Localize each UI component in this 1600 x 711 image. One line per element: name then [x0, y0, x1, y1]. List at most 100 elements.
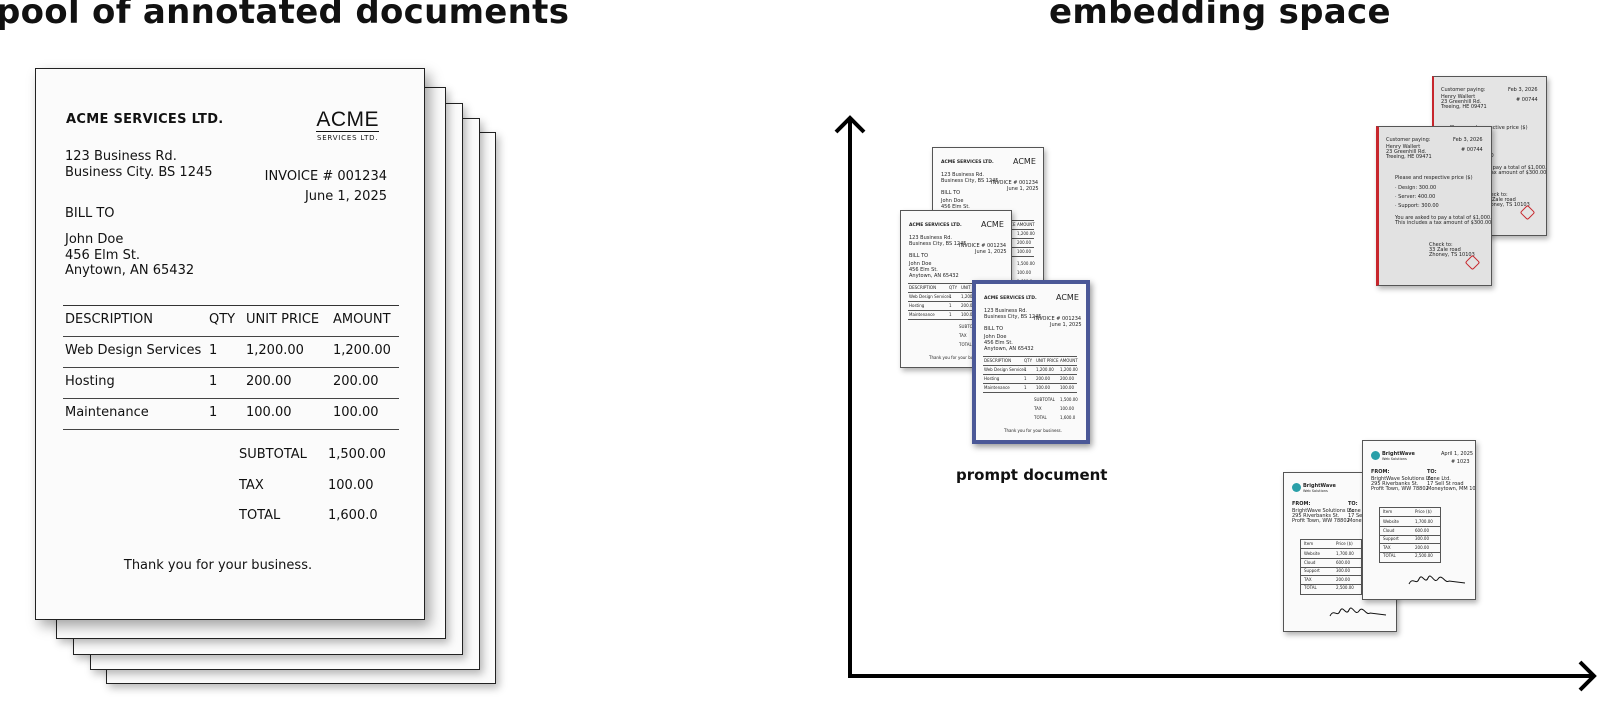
acme-logo: ACME SERVICES LTD.	[316, 109, 379, 142]
mini-text: · Support: 300.00	[1395, 203, 1439, 209]
bill-to-label: BILL TO	[65, 206, 115, 221]
mini-text: 1	[1024, 367, 1027, 372]
mini-text: Zone Ltd.	[1348, 508, 1372, 514]
mini-text: FROM:	[1292, 501, 1311, 507]
mini-text: 1,200.00	[1017, 231, 1035, 236]
mini-text: Item	[1304, 541, 1314, 546]
mini-text: TAX	[1383, 544, 1391, 550]
mini-text: Cloud	[1304, 559, 1316, 565]
mini-text: 1	[949, 312, 952, 317]
y-axis-arrowhead	[834, 115, 866, 134]
mini-text: QTY	[949, 285, 958, 290]
mini-text: Treeing, HE 09471	[1386, 154, 1432, 160]
mini-text: 1	[949, 303, 952, 308]
mini-text: You are asked to pay a total of $1,000.0…	[1450, 165, 1547, 171]
acme-logo-text: ACME	[316, 108, 379, 131]
brightwave-logo-icon	[1371, 451, 1380, 460]
mini-text: 100.00	[1060, 406, 1074, 411]
table-row: Web Design Services 1 1,200.00 1,200.00	[63, 337, 399, 368]
mini-text: INVOICE # 001234	[991, 180, 1039, 186]
mini-text: April 1, 2025	[1441, 451, 1474, 457]
invoice-table-header: DESCRIPTION QTY UNIT PRICE AMOUNT	[63, 306, 399, 337]
mini-text: 200.00	[1415, 544, 1429, 550]
mini-text: ACME	[1013, 157, 1036, 166]
mini-rule	[983, 365, 1077, 366]
mini-text: 100.00	[1036, 385, 1050, 390]
table-row: Maintenance 1 100.00 100.00	[63, 399, 399, 430]
mini-text: # 00744	[1516, 97, 1538, 103]
mini-rule	[983, 356, 1077, 357]
mini-text: 1,500.00	[1060, 397, 1078, 402]
mini-text: You are asked to pay a total of $1,000.0…	[1395, 215, 1492, 221]
mini-text: TOTAL	[959, 342, 972, 347]
mini-text: # 00744	[1461, 147, 1483, 153]
mini-text: BrightWave Solutions Inc.	[1371, 476, 1436, 482]
invoice-table: DESCRIPTION QTY UNIT PRICE AMOUNT Web De…	[63, 305, 399, 430]
mini-text: QTY	[1024, 358, 1033, 363]
invoice-date: June 1, 2025	[304, 189, 387, 204]
mini-text: 600.00	[1336, 559, 1350, 565]
mini-text: 23 Greenhill Rd.	[1441, 99, 1482, 105]
mini-text: 200.00	[1060, 376, 1074, 381]
sender-address: 123 Business Rd. Business City. BS 1245	[65, 149, 213, 180]
mini-text: DESCRIPTION	[984, 358, 1012, 363]
mini-rule	[1300, 548, 1361, 549]
mini-rule	[1300, 583, 1361, 585]
mini-text: TAX	[1034, 406, 1042, 411]
mini-text: Business City, BS 1245	[984, 314, 1042, 320]
mini-text: 1,200.00	[1036, 367, 1054, 372]
mini-text: Maintenance	[909, 312, 935, 317]
total-value: 1,600.0	[328, 508, 378, 523]
mini-rule	[1379, 543, 1440, 544]
signature-icon	[1329, 607, 1387, 617]
mini-text: UNIT PRICE	[1036, 358, 1059, 363]
mini-text: ACME SERVICES LTD.	[984, 296, 1037, 301]
mini-text: Please and respective price ($)	[1395, 175, 1473, 181]
mini-text: 100.00	[961, 312, 975, 317]
mini-text: 2,500.00	[1336, 585, 1354, 590]
invoice-number-block: INVOICE # 001234 June 1, 2025	[265, 167, 387, 207]
mini-text: TO:	[1348, 501, 1358, 507]
mini-text: Anytown, AN 65432	[909, 273, 959, 279]
mini-text: # 1023	[1451, 459, 1470, 465]
mini-text: 1	[1024, 376, 1027, 381]
mini-text: 23 Greenhill Rd.	[1386, 149, 1427, 155]
mini-text: John Doe	[909, 261, 932, 267]
mini-rule	[1300, 566, 1361, 568]
mini-rule	[1300, 575, 1361, 576]
mini-text: 456 Elm St.	[984, 340, 1013, 346]
mini-text: Hosting	[984, 376, 1000, 381]
invoice-company-name: ACME SERVICES LTD.	[66, 112, 224, 127]
mini-text: June 1, 2025	[1050, 322, 1082, 328]
mini-text: INVOICE # 001234	[959, 243, 1007, 249]
mini-text: Web Solutions	[1382, 457, 1407, 461]
mini-text: 300.00	[1336, 568, 1350, 573]
mini-text: 1,700.00	[1415, 519, 1433, 524]
mini-text: Zhoney, TS 10103	[1484, 202, 1530, 208]
mini-rule	[1379, 516, 1440, 517]
mini-text: This includes a tax amount of $300.00.	[1395, 220, 1492, 226]
mini-rule	[983, 392, 1077, 393]
mini-text: DESCRIPTION	[909, 285, 937, 290]
mini-text: ACME SERVICES LTD.	[909, 223, 962, 228]
mini-rule	[1379, 526, 1440, 527]
mini-text: ACME	[1056, 293, 1079, 302]
mini-rule	[1379, 551, 1440, 553]
client-address: John Doe 456 Elm St. Anytown, AN 65432	[65, 232, 195, 278]
mini-rule	[908, 301, 1002, 302]
mini-text: Support	[1383, 536, 1399, 541]
thank-you-note: Thank you for your business.	[123, 558, 313, 573]
mini-text: 100.00	[1017, 249, 1031, 254]
x-axis-arrowhead	[1578, 660, 1597, 692]
mini-text: Website	[1383, 519, 1399, 524]
invoice-document: ACME SERVICES LTD. ACME SERVICES LTD. 12…	[35, 68, 425, 620]
mini-text: Profit Town, WW 78802	[1371, 486, 1429, 492]
mini-text: Customer paying:	[1386, 137, 1431, 143]
mini-text: Customer paying:	[1441, 87, 1486, 93]
mini-text: 295 Riverbanks St.	[1292, 513, 1340, 519]
mini-text: Web Design Services	[909, 294, 951, 299]
mini-text: 456 Elm St.	[909, 267, 938, 273]
mini-text: 456 Elm St.	[941, 204, 970, 210]
mini-text: This includes a tax amount of $300.00.	[1450, 170, 1547, 176]
